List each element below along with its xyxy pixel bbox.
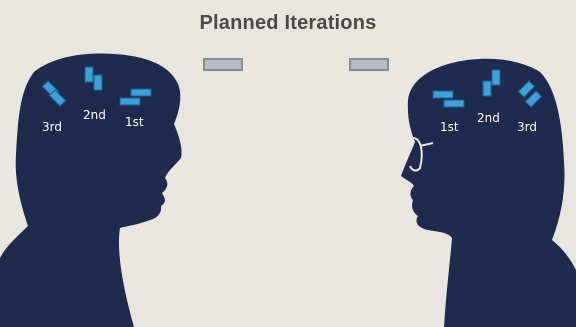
right-block-1st-icon	[432, 90, 465, 108]
left-label-2nd: 2nd	[83, 108, 106, 122]
right-label-1st: 1st	[440, 120, 459, 134]
left-label-3rd: 3rd	[42, 120, 62, 134]
right-block-3rd-icon	[517, 80, 543, 108]
left-head-silhouette	[0, 53, 182, 327]
left-block-1st-icon	[119, 88, 152, 106]
right-label-2nd: 2nd	[477, 111, 500, 125]
diagram-title: Planned Iterations	[199, 12, 377, 34]
right-head-silhouette	[401, 58, 576, 327]
left-block-3rd-icon	[41, 80, 67, 107]
connector-right	[349, 58, 389, 71]
glasses-icon	[409, 137, 423, 172]
left-block-2nd-icon	[84, 66, 103, 91]
right-label-3rd: 3rd	[517, 120, 537, 134]
right-block-2nd-icon	[482, 69, 501, 97]
left-label-1st: 1st	[125, 115, 144, 129]
connector-left	[203, 58, 243, 71]
